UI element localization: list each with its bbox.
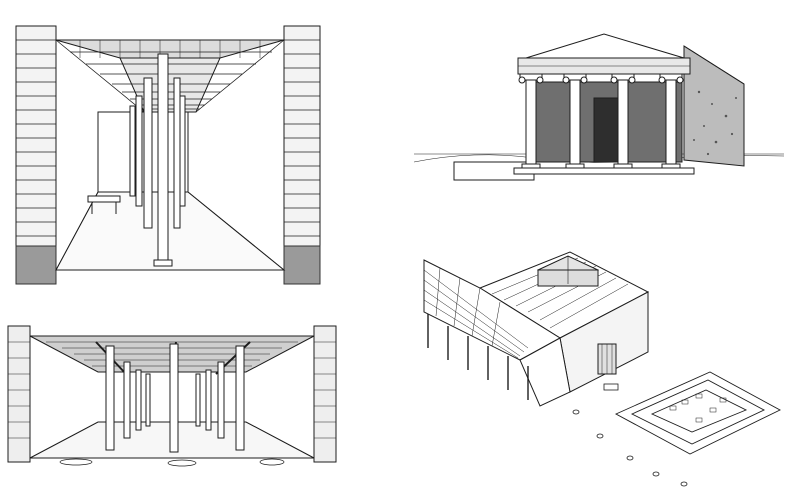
ceiling-beams [55, 39, 285, 113]
hipped-roof [478, 251, 650, 339]
pediment [517, 33, 745, 85]
wall-stipple [693, 90, 737, 156]
stoa-interior-perspective-drawing [10, 18, 330, 288]
stone-bench [87, 195, 121, 214]
stoa-wide-svg [7, 325, 337, 467]
stylobate [513, 167, 695, 175]
floor-markings [59, 458, 285, 467]
main-block-front-wall [519, 337, 571, 407]
ionic-columns [518, 73, 684, 170]
stoa-interior-wide-drawing [6, 322, 338, 468]
colonnade-posts [427, 314, 529, 400]
foundation-plan [614, 371, 781, 455]
right-masonry-pier [283, 25, 321, 285]
axonometric-svg [423, 251, 781, 487]
axonometric-building-drawing [420, 248, 786, 492]
cella-door [593, 97, 619, 163]
wide-left-pier [7, 325, 31, 463]
ionic-temple-drawing [414, 22, 784, 192]
back-wall [97, 111, 189, 193]
wide-right-pier [313, 325, 337, 463]
stoa-perspective-svg [15, 25, 321, 285]
stoa-columns [129, 53, 186, 267]
wide-columns [105, 343, 245, 453]
left-masonry-pier [15, 25, 57, 285]
cella-side-wall [683, 45, 745, 167]
temple-svg [414, 33, 784, 181]
floor [55, 191, 286, 271]
ground-markers [572, 383, 688, 487]
